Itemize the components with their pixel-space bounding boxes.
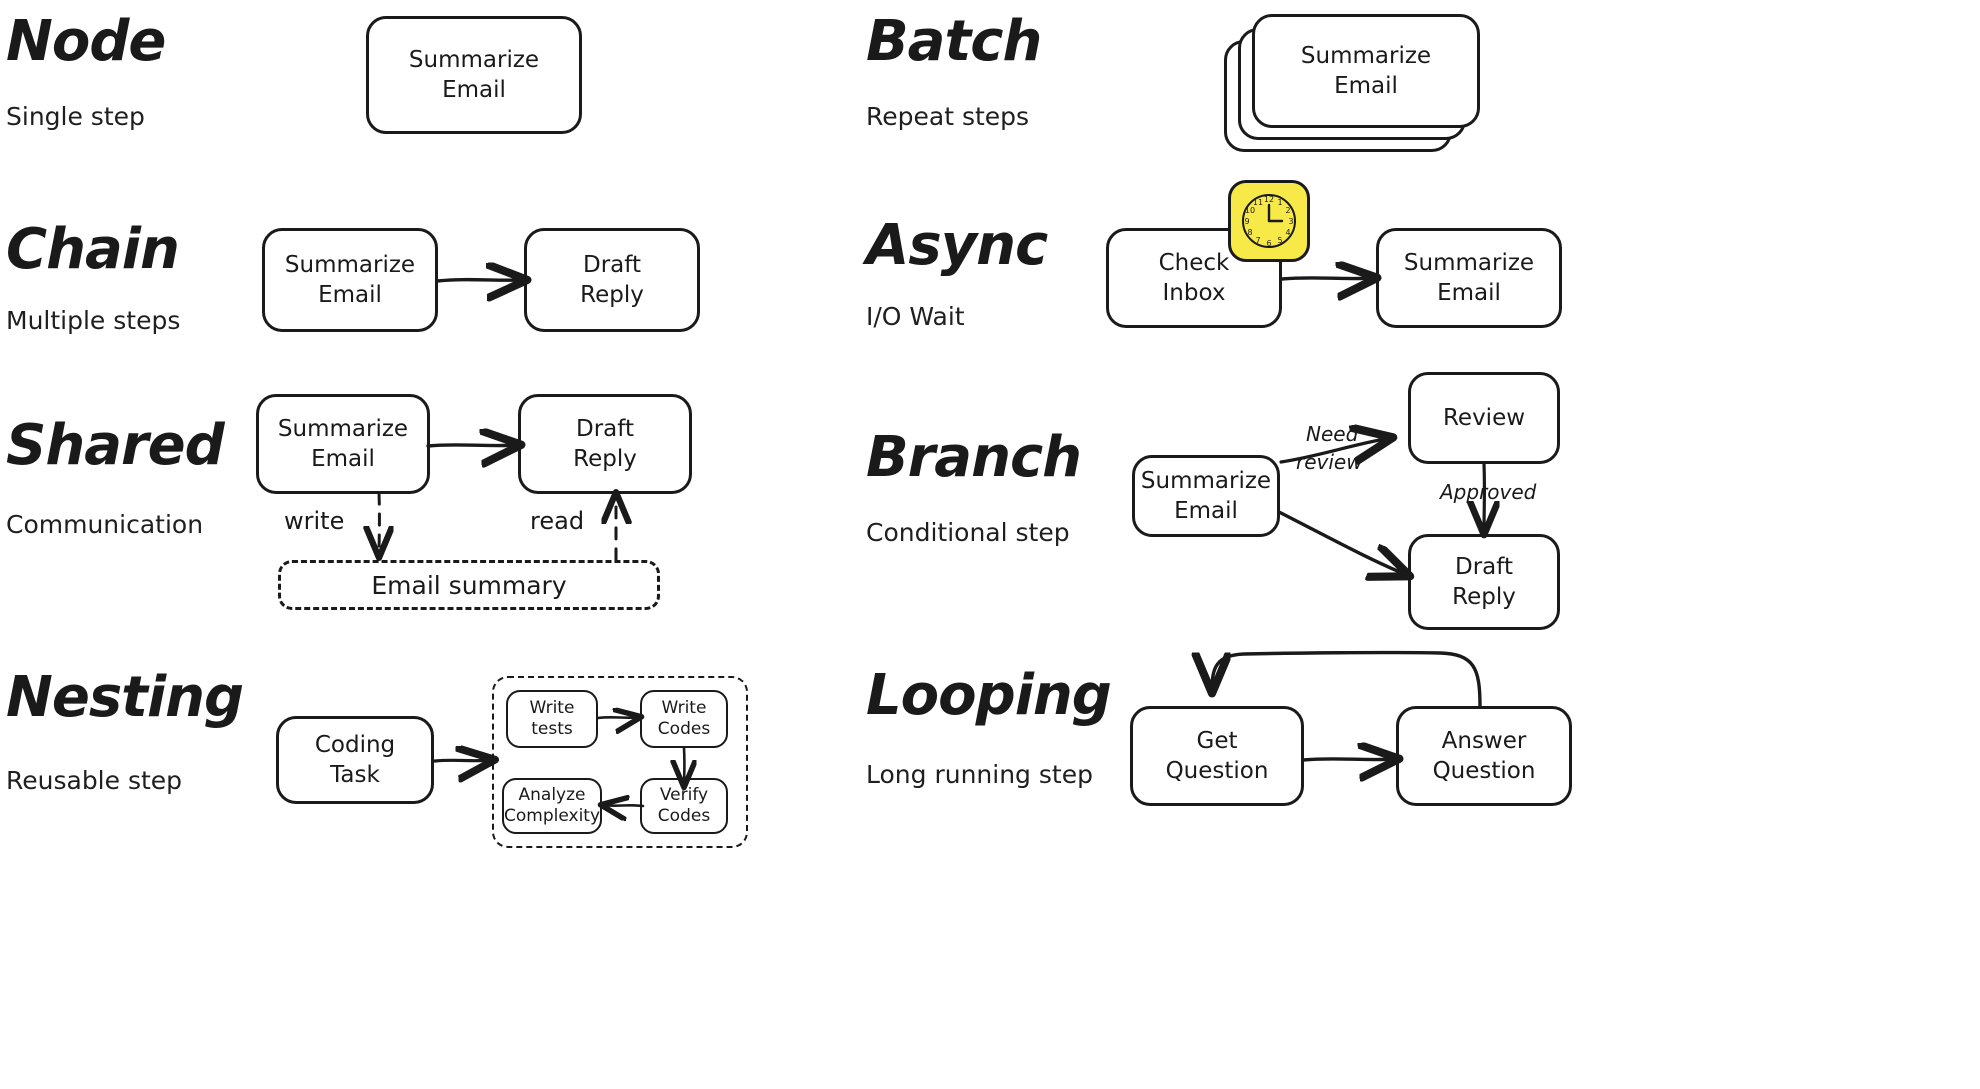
svg-text:10: 10 — [1245, 206, 1255, 215]
nesting-node-write-tests[interactable]: Write tests — [506, 690, 598, 748]
pattern-subtitle-node: Single step — [6, 102, 145, 131]
pattern-title-nesting: Nesting — [6, 665, 244, 730]
branch-node-summarize-email[interactable]: Summarize Email — [1132, 455, 1280, 537]
shared-node-draft-reply[interactable]: Draft Reply — [518, 394, 692, 494]
svg-text:6: 6 — [1266, 239, 1271, 248]
edge-looping-answer-to-get-loopback — [1212, 650, 1482, 708]
nesting-node-analyze-complexity[interactable]: Analyze Complexity — [502, 778, 602, 834]
edge-chain-summarize-to-draft — [435, 280, 524, 281]
pattern-title-async: Async — [866, 213, 1048, 278]
pattern-subtitle-async: I/O Wait — [866, 302, 965, 331]
pattern-subtitle-batch: Repeat steps — [866, 102, 1030, 131]
pattern-subtitle-branch: Conditional step — [866, 518, 1070, 547]
chain-node-draft-reply[interactable]: Draft Reply — [524, 228, 700, 332]
svg-text:1: 1 — [1277, 198, 1282, 207]
pattern-title-chain: Chain — [6, 217, 180, 282]
edge-label-approved: Approved — [1440, 480, 1537, 504]
nesting-node-coding-task[interactable]: Coding Task — [276, 716, 434, 804]
branch-node-draft-reply[interactable]: Draft Reply — [1408, 534, 1560, 630]
edge-async-check-to-summarize — [1280, 278, 1374, 279]
looping-node-get-question[interactable]: Get Question — [1130, 706, 1304, 806]
pattern-subtitle-nesting: Reusable step — [6, 766, 183, 795]
pattern-title-looping: Looping — [866, 663, 1112, 728]
svg-text:9: 9 — [1244, 217, 1249, 226]
pattern-title-node: Node — [6, 9, 166, 74]
edge-nesting-task-to-group — [433, 760, 492, 761]
pattern-subtitle-looping: Long running step — [866, 760, 1093, 789]
pattern-title-branch: Branch — [866, 425, 1082, 490]
svg-text:4: 4 — [1285, 228, 1290, 237]
edge-label-read: read — [530, 507, 585, 535]
edge-looping-get-to-answer — [1301, 759, 1396, 760]
shared-store-email-summary[interactable]: Email summary — [278, 560, 660, 610]
svg-text:7: 7 — [1255, 236, 1260, 245]
edge-label-need: Need — [1306, 422, 1359, 446]
branch-node-review[interactable]: Review — [1408, 372, 1560, 464]
edge-label-review: review — [1296, 450, 1363, 474]
svg-text:12: 12 — [1264, 195, 1274, 204]
nesting-node-verify-codes[interactable]: Verify Codes — [640, 778, 728, 834]
batch-card-front[interactable]: Summarize Email — [1252, 14, 1480, 128]
pattern-title-shared: Shared — [6, 413, 225, 478]
chain-node-summarize-email[interactable]: Summarize Email — [262, 228, 438, 332]
pattern-subtitle-shared: Communication — [6, 510, 204, 539]
node-summarize-email[interactable]: Summarize Email — [366, 16, 582, 134]
edge-shared-summarize-to-draft — [426, 445, 518, 446]
pattern-subtitle-chain: Multiple steps — [6, 306, 181, 335]
edge-branch-summarize-to-draft — [1277, 510, 1407, 575]
async-node-summarize-email[interactable]: Summarize Email — [1376, 228, 1562, 328]
pattern-title-batch: Batch — [866, 9, 1042, 74]
svg-text:2: 2 — [1285, 206, 1290, 215]
looping-node-answer-question[interactable]: Answer Question — [1396, 706, 1572, 806]
svg-text:5: 5 — [1277, 236, 1282, 245]
nesting-node-write-codes[interactable]: Write Codes — [640, 690, 728, 748]
svg-text:11: 11 — [1253, 198, 1263, 207]
edge-label-write: write — [284, 507, 345, 535]
svg-text:3: 3 — [1288, 217, 1293, 226]
shared-node-summarize-email[interactable]: Summarize Email — [256, 394, 430, 494]
clock-icon: 12 1 2 3 4 5 6 7 8 9 10 11 — [1228, 180, 1310, 262]
svg-text:8: 8 — [1247, 228, 1252, 237]
